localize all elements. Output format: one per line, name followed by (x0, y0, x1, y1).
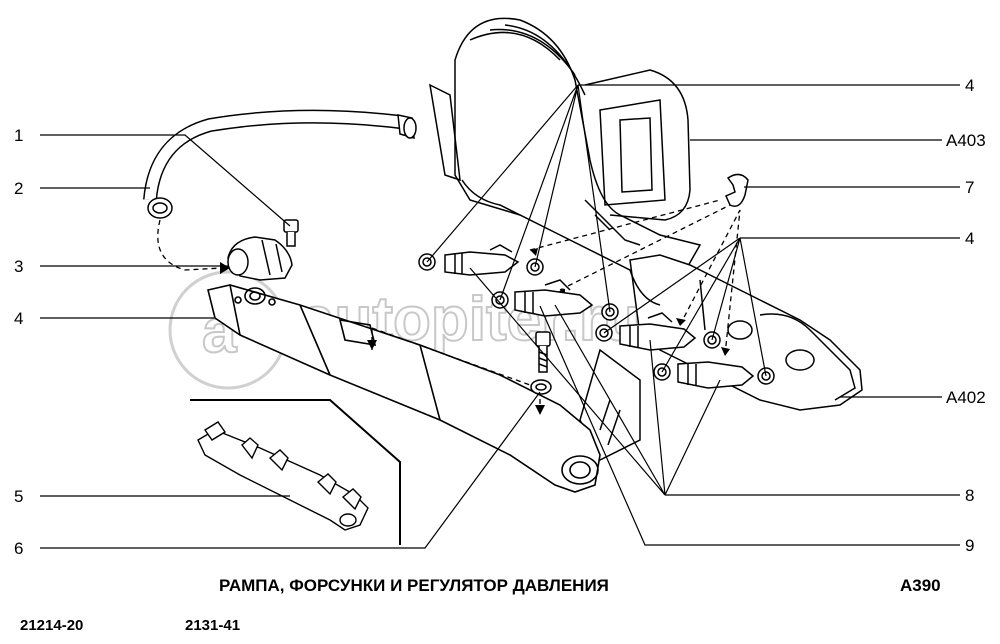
callout-a403: А403 (946, 131, 986, 150)
callout-5: 5 (14, 487, 23, 506)
callout-a402: А402 (946, 388, 986, 407)
injector-clip (725, 173, 749, 207)
bolt-and-washer (530, 331, 552, 395)
callout-3: 3 (14, 257, 23, 276)
callout-9: 9 (965, 536, 974, 555)
assembly-dashed-lines (157, 199, 741, 415)
callouts-left: 1 2 3 4 5 6 (14, 126, 23, 558)
callout-6: 6 (14, 539, 23, 558)
callout-2: 2 (14, 179, 23, 198)
callout-4-right: 4 (965, 229, 974, 248)
callout-4-left: 4 (14, 309, 23, 328)
model-code-2: 2131-41 (185, 617, 240, 634)
callout-7: 7 (965, 178, 974, 197)
model-code-1: 21214-20 (20, 617, 83, 634)
callouts-right: 4 А403 7 4 А402 8 9 (946, 76, 986, 555)
inset-rail-assembly (197, 421, 369, 531)
intake-manifold (429, 17, 702, 281)
lower-manifold (579, 254, 863, 462)
callout-1: 1 (14, 126, 23, 145)
injector-3 (595, 312, 721, 351)
injector-2 (491, 279, 619, 321)
callout-4-top: 4 (965, 76, 974, 95)
dashed-arrowheads (220, 248, 730, 415)
injector-4 (653, 361, 775, 389)
fuel-hose (143, 109, 417, 219)
inset-frame (190, 399, 401, 545)
diagram-title: РАМПА, ФОРСУНКИ И РЕГУЛЯТОР ДАВЛЕНИЯ (219, 576, 609, 595)
fuel-rail (207, 284, 601, 493)
callout-8: 8 (965, 486, 974, 505)
figure-code: А390 (900, 576, 941, 595)
leader-lines (40, 84, 960, 549)
pressure-regulator (227, 219, 299, 281)
